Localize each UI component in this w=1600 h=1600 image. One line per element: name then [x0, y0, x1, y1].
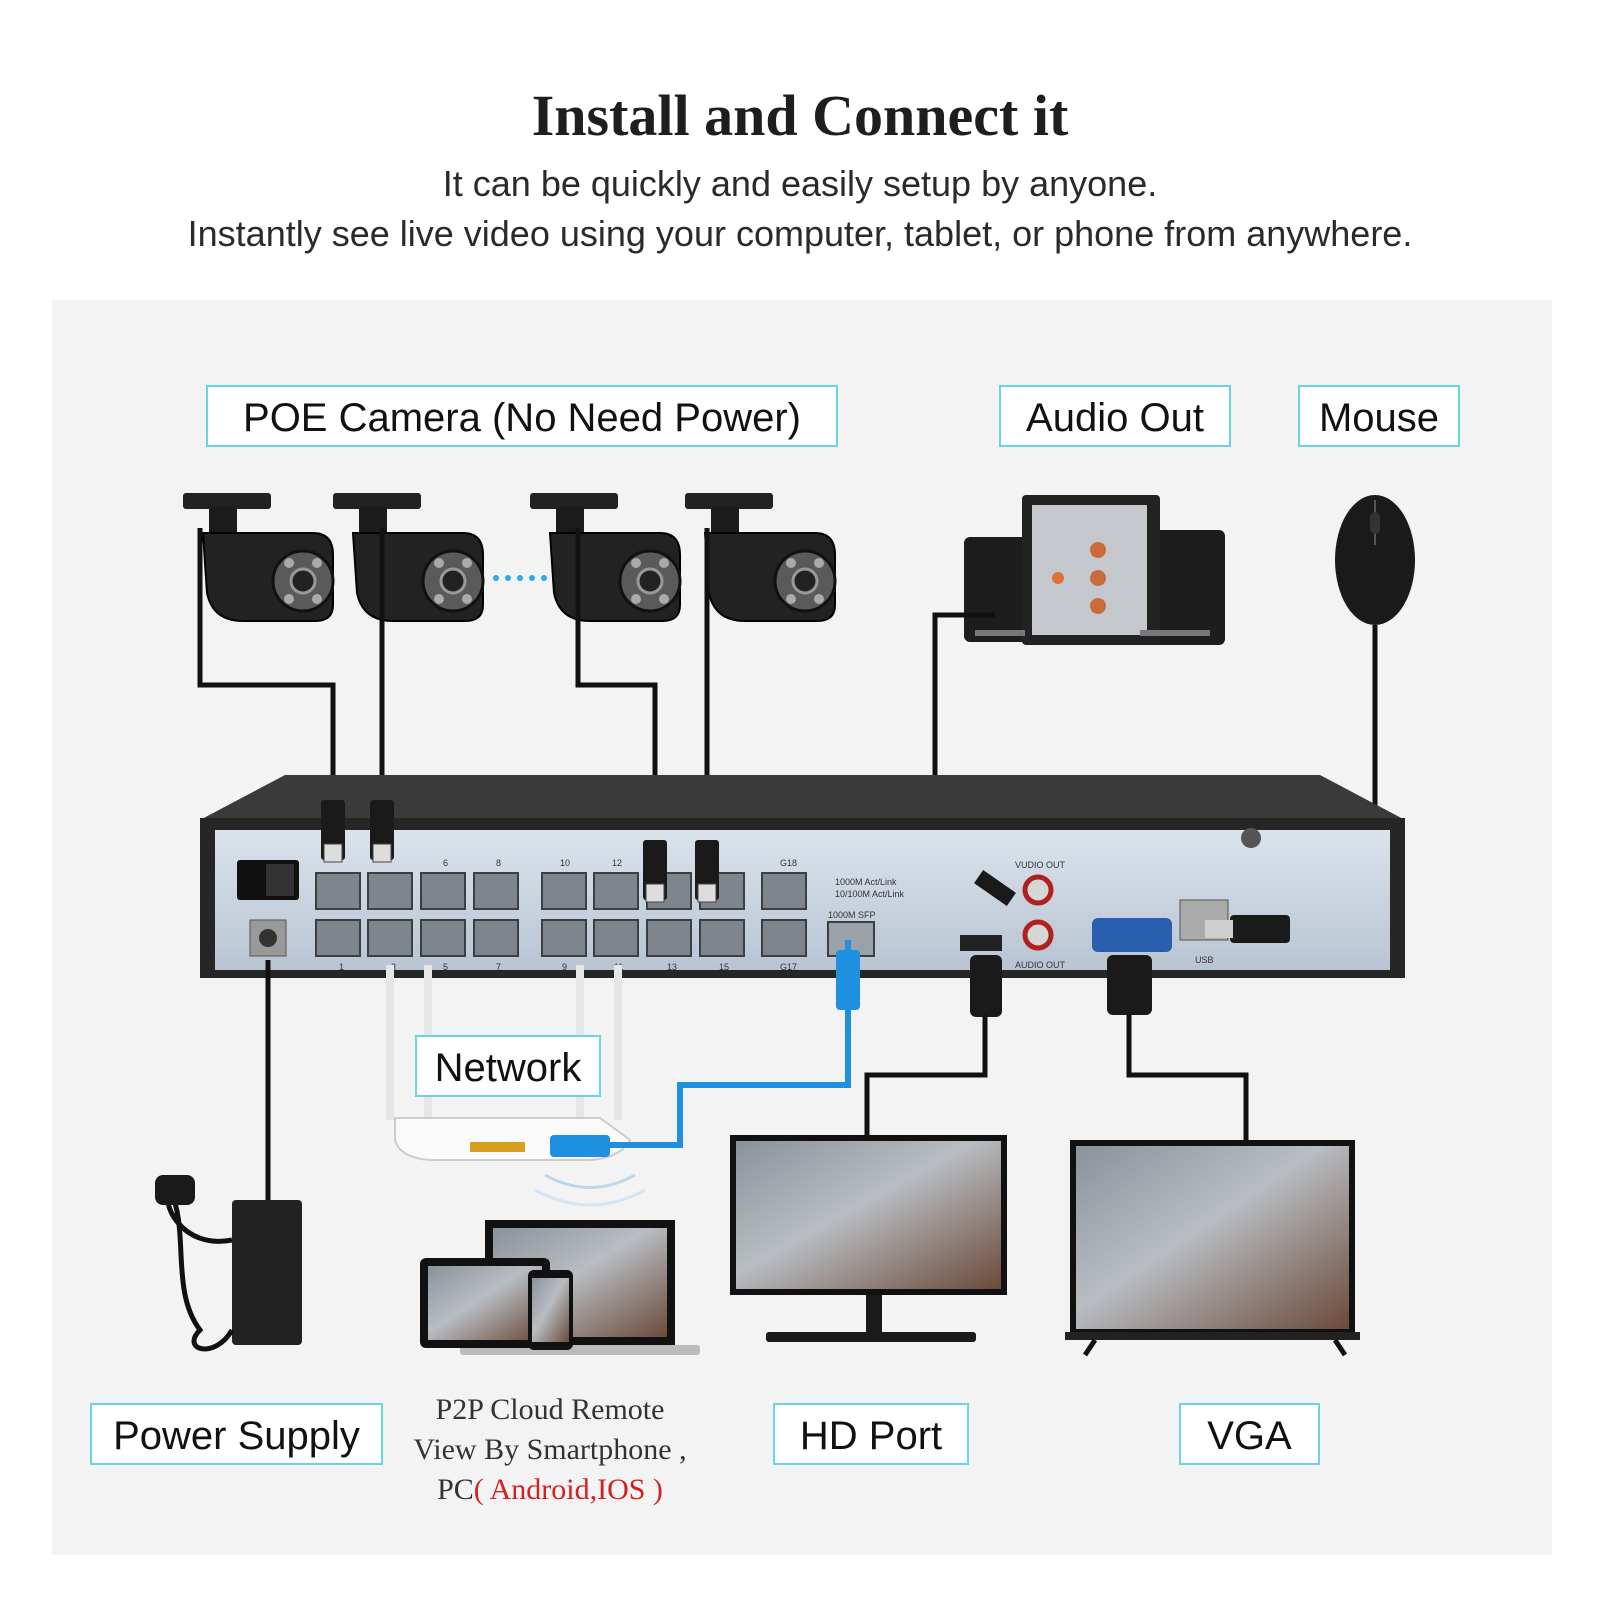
- camera-cables: [197, 528, 710, 830]
- port-bottom-15: 15: [719, 962, 729, 972]
- p2p-devices: [420, 1220, 700, 1355]
- audio-out-label: Audio Out: [999, 385, 1231, 447]
- mouse-label: Mouse: [1298, 385, 1460, 447]
- router-plug: [550, 1135, 610, 1157]
- poe-camera-3: [528, 491, 682, 623]
- display-cables: [864, 1015, 1249, 1140]
- vga-label: VGA: [1179, 1403, 1320, 1465]
- audio-out-bottom-label: AUDIO OUT: [1015, 960, 1066, 970]
- poe-ports: [315, 872, 875, 957]
- p2p-os-text: ( Android,IOS ): [473, 1473, 663, 1506]
- p2p-line-3: PC( Android,IOS ): [385, 1470, 715, 1510]
- vga-tv: [1065, 1140, 1360, 1357]
- legend-10-100m: 10/100M Act/Link: [835, 889, 905, 899]
- port-top-8: 8: [496, 858, 501, 868]
- nvr-audio-video-ports: [960, 874, 1229, 952]
- port-bottom-5: 5: [443, 962, 448, 972]
- page-title: Install and Connect it: [531, 83, 1069, 148]
- nvr-connected-plugs: [320, 799, 1290, 1017]
- subtitle-line-2: Instantly see live video using your comp…: [187, 213, 1413, 254]
- camera-continuation-dots: [493, 575, 547, 581]
- port-top-6: 6: [443, 858, 448, 868]
- usb-label: USB: [1195, 955, 1214, 965]
- poe-camera-1: [181, 491, 335, 623]
- network-plug: [836, 950, 860, 1010]
- poe-camera-2: [331, 491, 485, 623]
- network-label: Network: [415, 1035, 601, 1097]
- power-supply-label: Power Supply: [90, 1403, 383, 1465]
- port-bottom-9: 9: [562, 962, 567, 972]
- port-top-12: 12: [612, 858, 622, 868]
- uplink-top-label: G18: [780, 858, 797, 868]
- speaker-system: [964, 495, 1225, 645]
- nvr-port-labels: 6 8 10 12 1 3 5 7 9 11 13 15 G18 G17 100…: [339, 858, 1214, 972]
- port-bottom-13: 13: [667, 962, 677, 972]
- audio-out-top-label: VUDIO OUT: [1015, 860, 1066, 870]
- port-bottom-1: 1: [339, 962, 344, 972]
- network-cable: [610, 940, 851, 1148]
- p2p-line-1: P2P Cloud Remote: [435, 1393, 665, 1426]
- power-adapter: [155, 1175, 302, 1352]
- hd-port-label: HD Port: [773, 1403, 969, 1465]
- port-top-10: 10: [560, 858, 570, 868]
- sfp-label: 1000M SFP: [828, 910, 876, 920]
- port-bottom-7: 7: [496, 962, 501, 972]
- hd-monitor: [730, 1135, 1007, 1342]
- mouse-device: [1335, 495, 1415, 625]
- legend-1000m: 1000M Act/Link: [835, 877, 897, 887]
- p2p-pc-text: PC: [437, 1473, 474, 1506]
- poe-camera-label: POE Camera (No Need Power): [206, 385, 838, 447]
- p2p-cloud-caption: P2P Cloud Remote View By Smartphone , PC…: [385, 1390, 715, 1510]
- subtitle-line-1: It can be quickly and easily setup by an…: [442, 163, 1158, 204]
- uplink-bottom-label: G17: [780, 962, 797, 972]
- p2p-line-2: View By Smartphone ,: [413, 1433, 687, 1466]
